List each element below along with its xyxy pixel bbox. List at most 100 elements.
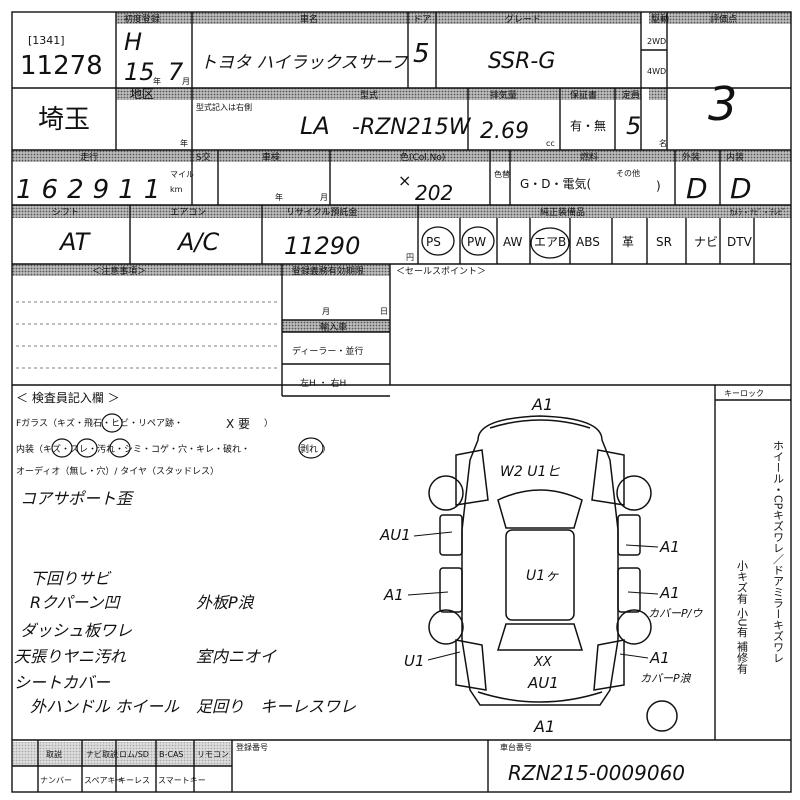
model-note: 型式記入は右側 (196, 102, 252, 112)
mark-rear-bumper: AU1 (527, 674, 559, 692)
aircon-value: A/C (176, 228, 220, 256)
lot-code: [1341] (28, 34, 65, 47)
mark-right-quarter: A1 (649, 649, 670, 667)
aircon-label: エアコン (170, 208, 206, 218)
key-lock-label: キーロック (724, 389, 764, 398)
reg-month: 7 (168, 58, 184, 86)
equip-aw: AW (503, 235, 523, 249)
recycle-label: リサイクル預託金 (286, 206, 358, 218)
score-label: 評価点 (710, 13, 737, 25)
mark-left-front-fender: AU1 (379, 526, 411, 544)
car-name-value: トヨタ ハイラックスサーフ (200, 53, 409, 73)
equip-navi: ナビ (694, 235, 718, 249)
grade-label: グレード (505, 13, 541, 25)
footer-smart-key: スマートキー (158, 776, 206, 785)
drive-4wd: 4WD (647, 67, 666, 76)
fuel-label: 燃料 (580, 151, 598, 163)
vertical-note-2: 小キズ有 小U有 補修有 (736, 560, 749, 675)
inspection-month-suffix: 月 (320, 193, 328, 202)
displacement-label: 排気量 (490, 89, 517, 101)
dealer-label: ディーラー・並行 (292, 345, 363, 357)
capacity-label: 定員 (622, 89, 640, 101)
comment-6: 天張りヤニ汚れ (14, 647, 127, 666)
year-suffix: 年 (153, 76, 161, 86)
recycle-fee-value: 11290 (284, 232, 360, 260)
color-change-label: 色替 (494, 169, 510, 179)
interior-label: 内装 (726, 151, 744, 163)
equip-leather: 革 (622, 235, 634, 249)
comment-8: シートカバー (14, 673, 111, 692)
reg-year: 15 (124, 58, 155, 86)
registration-number-label: 登録番号 (236, 742, 268, 752)
interior-mark: 剥れ (300, 444, 318, 455)
fuel-close: ) (656, 179, 661, 193)
mark-rear-bottom: A1 (533, 717, 555, 736)
row2-year-suffix: 年 (180, 138, 188, 148)
diagram-leaders (407, 531, 659, 661)
mark-right-rear-door: A1 (659, 584, 680, 602)
shift-label: シフト (52, 208, 79, 218)
comment-11: キーレスワレ (260, 697, 356, 716)
equip-pw: PW (467, 235, 486, 249)
lot-number: 11278 (20, 51, 103, 81)
comment-10: 足回り (196, 697, 244, 716)
fuel-other: その他 (616, 168, 640, 178)
inspector-circles (51, 413, 324, 459)
km-unit: km (170, 185, 183, 194)
caution-lines (16, 301, 278, 369)
persons-suffix: 名 (659, 138, 667, 148)
doors-value: 5 (413, 39, 430, 69)
mark-windshield: W2 U1ヒ (500, 464, 560, 480)
equip-ps: PS (426, 235, 441, 249)
import-label: 輸入車 (320, 321, 347, 333)
handle-label: 左H ・ 右H (300, 377, 346, 389)
exterior-label: 外装 (682, 151, 700, 163)
comment-9: 外ハンドル ホイール (30, 697, 180, 716)
registration-label: 登録義務有効期限 (292, 265, 364, 277)
door-label: ドア (413, 15, 431, 25)
mark-right-rear-note: カバーP/ウ (648, 607, 703, 620)
mileage-label: 走行 (80, 151, 98, 163)
diagram-marks: A1 W2 U1ヒ AU1 A1 U1ヶ A1 A1 カバーP/ウ U1 XX … (379, 395, 703, 736)
drive-2wd: 2WD (647, 37, 666, 46)
glass-mark: X 要 (226, 417, 250, 431)
equip-abs: ABS (576, 235, 600, 249)
equip-airbag: エアB (534, 235, 566, 249)
mile-unit: マイル (170, 170, 194, 179)
footer-keyless: キーレス (118, 776, 150, 785)
comment-2: 下回りサビ (30, 569, 112, 588)
footer-spare-key: スペアキー (84, 776, 123, 785)
footer-items: 取説 ナビ取説 ロム/SD B-CAS リモコン ナンバー スペアキー キーレス… (40, 749, 229, 785)
car-name-label: 車名 (300, 13, 318, 25)
color-code-value: 202 (415, 181, 453, 205)
reg-day-label: 日 (380, 307, 388, 316)
glass-line: Fガラス（キズ・飛石・ヒビ・リペア跡・ (16, 417, 183, 429)
interior-value: D (730, 172, 752, 205)
model-prefix: LA (300, 112, 330, 140)
region-value: 埼玉 (38, 105, 90, 135)
car-diagram (428, 415, 678, 732)
mark-left-rear-door: A1 (383, 586, 404, 604)
yen-suffix: 円 (406, 253, 414, 262)
mark-roof: U1ヶ (526, 568, 559, 584)
mark-front-top: A1 (531, 395, 553, 414)
footer-bcas: B-CAS (159, 750, 184, 759)
inspector-title: ＜ 検査員記入欄 ＞ (16, 390, 120, 405)
comment-1: コアサポート歪 (20, 489, 134, 508)
footer-remote: リモコン (197, 750, 229, 759)
score-value: 3 (708, 77, 737, 131)
mileage-value: 162911 (16, 175, 169, 205)
sales-point-label: ＜セールスポイント＞ (396, 266, 486, 277)
footer-manual: 取説 (46, 749, 62, 759)
mark-right-front-fender: A1 (659, 538, 680, 556)
model-code: -RZN215W (352, 115, 472, 140)
footer-rom: ロム/SD (119, 750, 149, 759)
mark-right-quarter-note: カバーP浪 (640, 672, 692, 685)
mark-rear-xx: XX (533, 655, 553, 670)
equip-dtv: DTV (727, 235, 753, 249)
comment-4: 外板P浪 (196, 593, 255, 612)
comment-5: ダッシュ板ワレ (20, 621, 132, 640)
footer-navi-manual: ナビ取説 (86, 749, 118, 759)
reg-label: 初度登録 (124, 13, 160, 25)
